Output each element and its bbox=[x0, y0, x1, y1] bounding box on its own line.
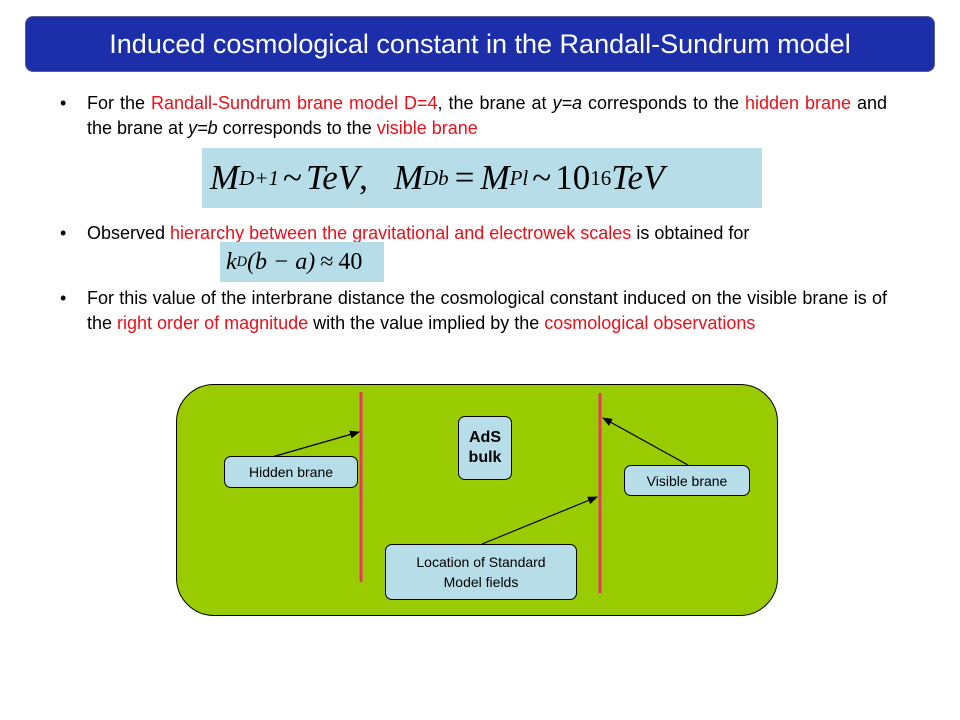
eq-subscript: Db bbox=[423, 165, 449, 190]
bullet-3-text: For this value of the interbrane distanc… bbox=[87, 286, 887, 336]
bullet-2: • Observed hierarchy between the gravita… bbox=[60, 221, 890, 271]
highlight-run: right order of magnitude bbox=[117, 313, 309, 333]
eq-symbol: M bbox=[393, 158, 424, 197]
bullet-1-text: For the Randall-Sundrum brane model D=4,… bbox=[87, 91, 887, 141]
eq-symbol: M bbox=[210, 158, 240, 197]
italic-run: y=b bbox=[188, 118, 218, 138]
visible-brane-arrow bbox=[602, 417, 689, 466]
highlight-run: hierarchy between the gravitational and … bbox=[170, 223, 632, 243]
eq-symbol: TeV bbox=[305, 158, 360, 197]
bullet-marker: • bbox=[60, 288, 67, 308]
text-run: corresponds to the bbox=[581, 93, 745, 113]
eq-symbol: (b − a) bbox=[247, 248, 316, 275]
text-run: is obtained for bbox=[631, 223, 750, 243]
eq-number: 10 bbox=[555, 158, 591, 197]
text-run: , the brane at bbox=[437, 93, 553, 113]
label-line: AdS bbox=[468, 429, 501, 446]
eq-symbol: ~ bbox=[283, 158, 302, 197]
eq-number: 40 bbox=[338, 248, 363, 275]
eq-subscript: Pl bbox=[509, 165, 529, 190]
highlight-run: cosmological observations bbox=[544, 313, 756, 333]
text-run: corresponds to the bbox=[217, 118, 377, 138]
hidden-brane-label: Hidden brane bbox=[224, 456, 358, 488]
text-run: For the bbox=[87, 93, 151, 113]
hidden-brane-arrow bbox=[271, 430, 360, 458]
eq-symbol: = bbox=[454, 158, 475, 197]
label-text: Visible brane bbox=[646, 472, 728, 489]
label-line: Location of Standard bbox=[416, 554, 546, 570]
label-text: Hidden brane bbox=[248, 464, 334, 480]
text-run: and the brane at bbox=[87, 93, 887, 138]
bullet-marker: • bbox=[60, 223, 67, 243]
bullet-marker: • bbox=[60, 93, 67, 113]
bullet-1: • For the Randall-Sundrum brane model D=… bbox=[60, 91, 890, 141]
visible-brane-label: Visible brane bbox=[624, 465, 750, 496]
label-line: bulk bbox=[468, 449, 502, 466]
bullet-3: • For this value of the interbrane dista… bbox=[60, 286, 890, 362]
label-line: Model fields bbox=[443, 574, 519, 590]
title-bar: Induced cosmological constant in the Ran… bbox=[25, 16, 935, 72]
italic-run: y=a bbox=[552, 93, 582, 113]
eq-subscript: D+1 bbox=[239, 165, 279, 190]
eq-subscript: D bbox=[236, 253, 248, 270]
text-run: with the value implied by the bbox=[308, 313, 545, 333]
eq-symbol: TeV bbox=[611, 158, 665, 197]
ads-bulk-label: AdS bulk bbox=[458, 416, 512, 480]
highlight-run: hidden brane bbox=[744, 93, 851, 113]
text-run: Observed bbox=[87, 223, 171, 243]
eq-symbol: , bbox=[359, 158, 368, 197]
location-arrow bbox=[481, 496, 598, 545]
eq-symbol: ~ bbox=[532, 158, 552, 197]
eq-symbol: M bbox=[480, 158, 510, 197]
eq-symbol: k bbox=[226, 248, 237, 275]
highlight-run: Randall-Sundrum brane model D=4 bbox=[150, 93, 438, 113]
eq-symbol: ≈ bbox=[320, 248, 334, 275]
slide-title: Induced cosmological constant in the Ran… bbox=[109, 28, 851, 59]
eq-superscript: 16 bbox=[590, 165, 612, 190]
bullet-2-text: Observed hierarchy between the gravitati… bbox=[87, 221, 887, 246]
text-run: For this value of the interbrane distanc… bbox=[87, 288, 887, 333]
highlight-run: visible brane bbox=[376, 118, 478, 138]
